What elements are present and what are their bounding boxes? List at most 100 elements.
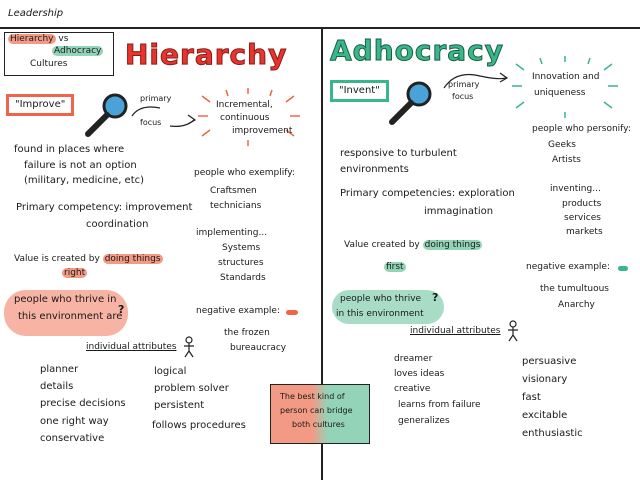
thrive-right-1: people who thrive — [340, 294, 422, 304]
implementing-3: Standards — [220, 273, 266, 283]
value-right-first: first — [384, 262, 406, 272]
negative-label-left: negative example: — [196, 306, 280, 316]
intro-adhocracy: Adhocracy — [52, 46, 104, 56]
competency-1: Primary competency: improvement — [16, 202, 193, 213]
intro-vs: vs — [58, 34, 69, 44]
bridge-1: The best kind of — [280, 392, 345, 401]
hierarchy-title: Hierarchy — [124, 38, 288, 72]
negative-right-1: the tumultuous — [540, 284, 609, 294]
attr-r10: enthusiastic — [522, 428, 583, 439]
thrive-1: people who thrive in — [14, 294, 117, 305]
value-right-line: Value created by doing things — [344, 240, 483, 250]
focus-result-right-1: Innovation and — [532, 72, 600, 82]
competencies-2: immagination — [424, 206, 494, 217]
attr-r7: visionary — [522, 374, 568, 385]
attr-l4: one right way — [40, 416, 109, 427]
attr-r4: learns from failure — [398, 400, 481, 410]
found-3: (military, medicine, etc) — [24, 175, 145, 186]
negative-label-right: negative example: — [526, 262, 610, 272]
page-title: Leadership — [8, 8, 64, 19]
value-line: Value is created by doing things — [14, 254, 163, 264]
arrow-icon-right — [443, 72, 509, 89]
focus-result-3: improvement — [232, 126, 293, 136]
intro-hierarchy: Hierarchy — [8, 34, 56, 44]
thrive-2: this environment are — [18, 311, 123, 322]
value-prefix: Value is created by — [14, 254, 100, 264]
inventing-3: markets — [566, 227, 603, 237]
found-2: failure is not an option — [24, 160, 137, 171]
value-right-highlight: doing things — [422, 240, 483, 250]
exemplify-2: technicians — [210, 201, 262, 211]
attributes-label-left: individual attributes — [86, 342, 177, 352]
value-right-prefix: Value created by — [344, 240, 420, 250]
attr-r3: creative — [394, 384, 431, 394]
value-suffix: right — [62, 268, 88, 278]
magnifier-icon-right — [389, 81, 432, 125]
attr-l6: logical — [154, 366, 187, 377]
intro-line-2: Adhocracy — [52, 46, 104, 56]
question-mark-right: ? — [432, 291, 439, 304]
stick-figure-icon — [184, 336, 194, 358]
bridge-2: person can bridge — [280, 406, 353, 415]
thrive-right-2: in this environment — [336, 309, 424, 319]
implementing-2: structures — [218, 258, 264, 268]
thrive-blob — [4, 290, 128, 336]
attr-r2: loves ideas — [394, 369, 445, 379]
implementing-1: Systems — [222, 243, 261, 253]
header-divider — [0, 27, 640, 29]
exemplify-label: people who exemplify: — [194, 168, 295, 178]
intro-cultures: Cultures — [30, 59, 68, 69]
attr-r5: generalizes — [398, 416, 450, 426]
focus-label: focus — [140, 118, 162, 127]
attr-r9: excitable — [522, 410, 568, 421]
magnifier-icon — [85, 93, 128, 137]
responsive-1: responsive to turbulent — [340, 148, 457, 159]
value-highlight: doing things — [102, 254, 163, 264]
arrow-icon — [131, 106, 197, 127]
focus-label-right: focus — [452, 92, 474, 101]
implementing-label: implementing... — [196, 228, 268, 238]
attr-l9: follows procedures — [152, 420, 246, 431]
found-1: found in places where — [14, 144, 125, 155]
burst-right-icon — [512, 56, 618, 118]
attr-l1: planner — [40, 364, 79, 375]
attr-r1: dreamer — [394, 354, 433, 364]
negative-right-2: Anarchy — [558, 300, 595, 310]
thrive-blob-right — [332, 290, 444, 324]
personify-2: Artists — [552, 155, 581, 165]
intro-box — [4, 32, 114, 76]
inventing-2: services — [564, 213, 601, 223]
competencies-1: Primary competencies: exploration — [340, 188, 515, 199]
negative-dash-right — [618, 266, 628, 271]
personify-label: people who personify: — [532, 124, 631, 134]
value-suffix-line: right — [62, 268, 88, 278]
improve-tag: "Improve" — [6, 94, 75, 116]
value-right-line-2: first — [384, 262, 406, 272]
attr-l2: details — [40, 381, 74, 392]
negative-left-2: bureaucracy — [230, 343, 287, 353]
inventing-1: products — [562, 199, 602, 209]
question-mark: ? — [118, 303, 125, 316]
primary-label: primary — [140, 94, 172, 103]
inventing-label: inventing... — [550, 184, 601, 194]
attr-r8: fast — [522, 392, 541, 403]
bridge-box — [270, 384, 370, 444]
attributes-label-right: individual attributes — [410, 326, 501, 336]
primary-label-right: primary — [448, 80, 480, 89]
bridge-3: both cultures — [292, 420, 345, 429]
negative-left-1: the frozen — [224, 328, 270, 338]
intro-line-1: Hierarchy vs — [8, 34, 68, 44]
attr-l5: conservative — [40, 433, 105, 444]
center-divider — [321, 27, 323, 480]
attr-r6: persuasive — [522, 356, 577, 367]
focus-result-1: Incremental, — [216, 100, 273, 110]
negative-dash-left — [286, 310, 298, 315]
attr-l7: problem solver — [154, 383, 229, 394]
burst-left-icon — [198, 88, 300, 146]
focus-result-2: continuous — [220, 113, 270, 123]
exemplify-1: Craftsmen — [210, 186, 257, 196]
attr-l3: precise decisions — [40, 398, 126, 409]
focus-result-right-2: uniqueness — [534, 88, 586, 98]
adhocracy-title: Adhocracy — [329, 34, 505, 68]
stick-figure-icon-right — [508, 320, 518, 342]
